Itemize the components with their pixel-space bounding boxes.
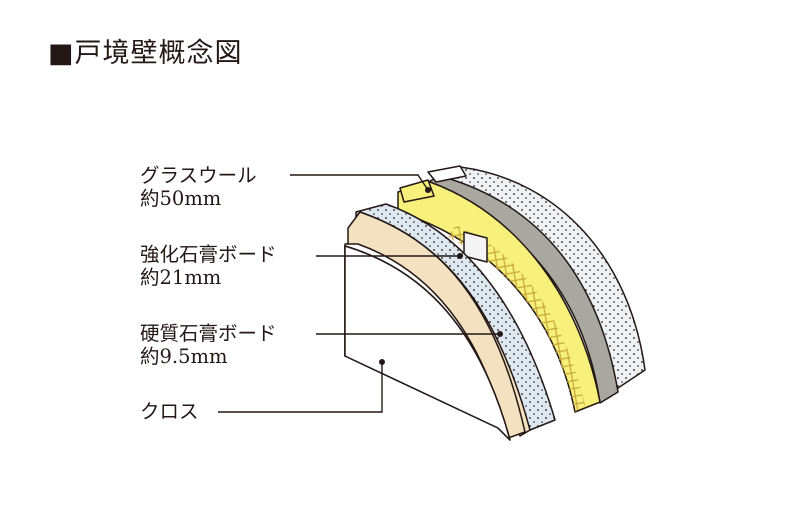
label-glass-wool-thickness: 約50mm bbox=[140, 187, 222, 210]
label-glass-wool-name: グラスウール bbox=[140, 164, 257, 187]
label-glass-wool: グラスウール 約50mm bbox=[140, 164, 257, 210]
label-cloth: クロス bbox=[140, 400, 199, 423]
label-cloth-name: クロス bbox=[140, 400, 199, 423]
leader-line-glass-wool bbox=[290, 174, 429, 191]
label-reinforced-name: 強化石膏ボード bbox=[140, 243, 277, 266]
steel-stud bbox=[463, 231, 488, 263]
label-hard-name: 硬質石膏ボード bbox=[140, 322, 277, 345]
label-reinforced-gypsum-board: 強化石膏ボード 約21mm bbox=[140, 243, 277, 289]
label-reinforced-thickness: 約21mm bbox=[140, 266, 222, 289]
label-hard-thickness: 約9.5mm bbox=[140, 345, 228, 368]
leader-line-cloth bbox=[218, 362, 383, 413]
diagram-title: ■戸境壁概念図 bbox=[48, 38, 243, 69]
label-hard-gypsum-board: 硬質石膏ボード 約9.5mm bbox=[140, 322, 277, 368]
